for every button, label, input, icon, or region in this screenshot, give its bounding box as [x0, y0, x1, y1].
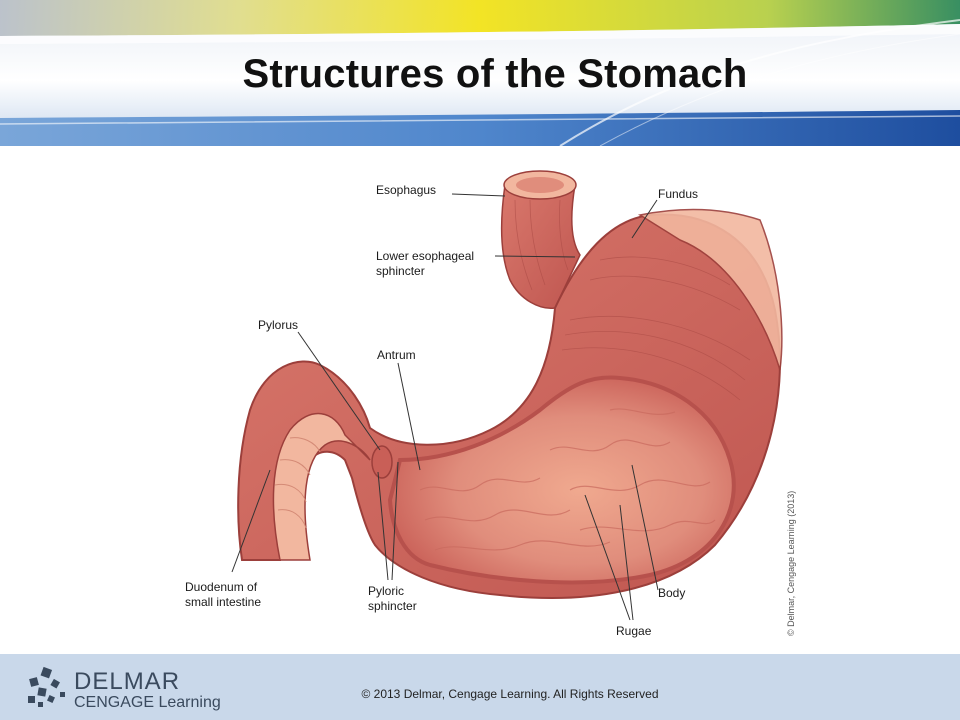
duodenum-folds: [274, 437, 321, 529]
label-rugae: Rugae: [616, 624, 652, 638]
leader-lines: [231, 193, 659, 621]
esophagus-tube: [500, 184, 581, 309]
label-fundus: Fundus: [658, 187, 699, 201]
stomach-drawing: [231, 170, 783, 621]
label-esophagus: Esophagus: [376, 183, 437, 197]
delmar-cengage-logo: DELMAR CENGAGE Learning: [26, 664, 226, 712]
stomach-cavity: [387, 375, 736, 585]
label-lower-esophageal-sphincter: Lower esophageal sphincter: [376, 249, 475, 278]
footer-bar: DELMAR CENGAGE Learning © 2013 Delmar, C…: [0, 654, 960, 720]
label-pylorus: Pylorus: [258, 318, 299, 332]
cengage-dots-icon: [28, 666, 65, 707]
fundus-flap: [638, 208, 783, 371]
banner-decoration: [0, 0, 960, 146]
header-banner: Structures of the Stomach: [0, 0, 960, 146]
label-duodenum: Duodenum of small intestine: [185, 580, 262, 609]
copyright-notice: © 2013 Delmar, Cengage Learning. All Rig…: [361, 687, 659, 701]
label-body: Body: [658, 586, 686, 600]
logo-cengage-text: CENGAGE Learning: [74, 694, 221, 711]
label-pyloric-sphincter: Pyloric sphincter: [368, 584, 417, 613]
label-antrum: Antrum: [377, 348, 416, 362]
rugae-folds: [419, 408, 716, 551]
pyloric-sphincter-ring: [371, 445, 393, 479]
slide-title: Structures of the Stomach: [242, 52, 748, 96]
duodenum-segment: [272, 413, 371, 561]
stomach-illustration: Esophagus Fundus Lower esophageal sphinc…: [170, 160, 810, 640]
image-credit: © Delmar, Cengage Learning (2013): [786, 490, 796, 636]
muscle-striations: [514, 199, 751, 401]
logo-delmar-text: DELMAR: [74, 668, 181, 695]
